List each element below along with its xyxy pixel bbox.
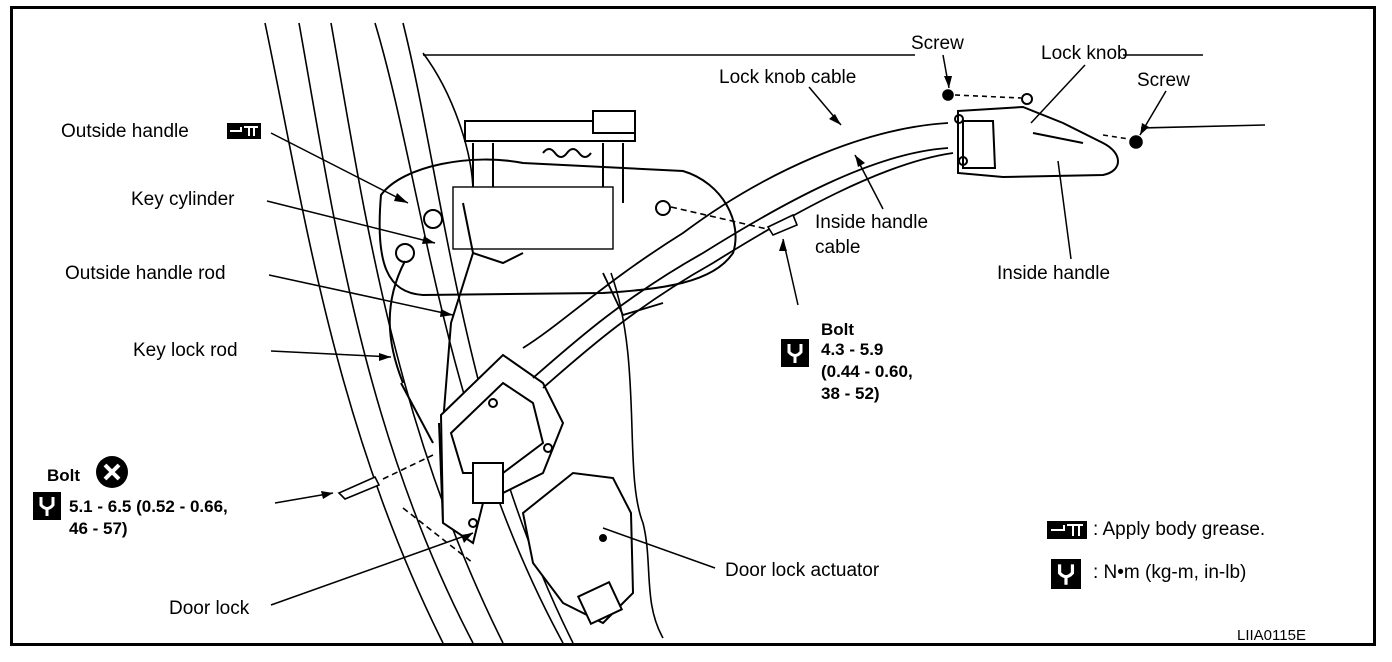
grease-icon [227, 123, 261, 144]
bolt-upper-torque-kgm: (0.44 - 0.60, [821, 362, 913, 381]
screw-top-label: Screw [911, 33, 964, 54]
door-lock-actuator-label: Door lock actuator [725, 560, 880, 581]
grease-icon [1047, 521, 1087, 544]
door-lock-assembly-illustration [264, 22, 1266, 643]
torque-wrench-icon [781, 339, 809, 372]
bolt-upper-torque: 4.3 - 5.9 (0.44 - 0.60, 38 - 52) [821, 339, 913, 405]
key-cylinder-label: Key cylinder [131, 189, 235, 210]
bolt-upper-torque-nm: 4.3 - 5.9 [821, 340, 884, 359]
inside-handle-cable-label: Inside handle cable [815, 212, 928, 259]
legend-grease-text: : Apply body grease. [1093, 519, 1266, 540]
bolt-upper-torque-inlb: 38 - 52) [821, 384, 880, 403]
door-lock-drawing [439, 353, 565, 545]
key-lock-rod-label: Key lock rod [133, 340, 238, 361]
do-not-reuse-icon [95, 455, 129, 494]
bolt-lower-torque-line-2: 46 - 57) [69, 519, 128, 538]
screw-right-label: Screw [1137, 70, 1190, 91]
torque-wrench-icon [1051, 559, 1081, 594]
actuator-drawing [521, 471, 635, 626]
lock-knob-label: Lock knob [1041, 43, 1128, 64]
leader-arrowheads [321, 76, 1149, 543]
outside-handle-label: Outside handle [61, 121, 189, 142]
outside-handle-drawing [378, 110, 737, 297]
bolt-upper-title: Bolt [821, 320, 855, 339]
door-lock-label: Door lock [169, 598, 250, 619]
lock-knob-cable-label: Lock knob cable [719, 67, 857, 88]
cables-drawing [522, 122, 954, 389]
inside-handle-label: Inside handle [997, 263, 1111, 284]
fasteners-drawing [337, 89, 1143, 564]
bolt-lower-title: Bolt [47, 466, 81, 485]
diagram-frame: Outside handle Key cylinder Outside hand… [10, 6, 1376, 646]
inside-handle-drawing [954, 93, 1119, 179]
bolt-lower-torque: 5.1 - 6.5 (0.52 - 0.66, 46 - 57) [69, 496, 228, 540]
leader-lines [266, 54, 1167, 606]
bolt-lower-torque-line-1: 5.1 - 6.5 (0.52 - 0.66, [69, 497, 228, 516]
reference-code: LIIA0115E [1237, 627, 1306, 644]
door-panel-outline [264, 22, 664, 643]
outside-handle-rod-label: Outside handle rod [65, 263, 226, 284]
inside-handle-cable-line-2: cable [815, 237, 861, 258]
legend-torque-units-text: : N•m (kg-m, in-lb) [1093, 562, 1247, 583]
inside-handle-cable-line-1: Inside handle [815, 212, 929, 233]
torque-wrench-icon [33, 492, 61, 525]
